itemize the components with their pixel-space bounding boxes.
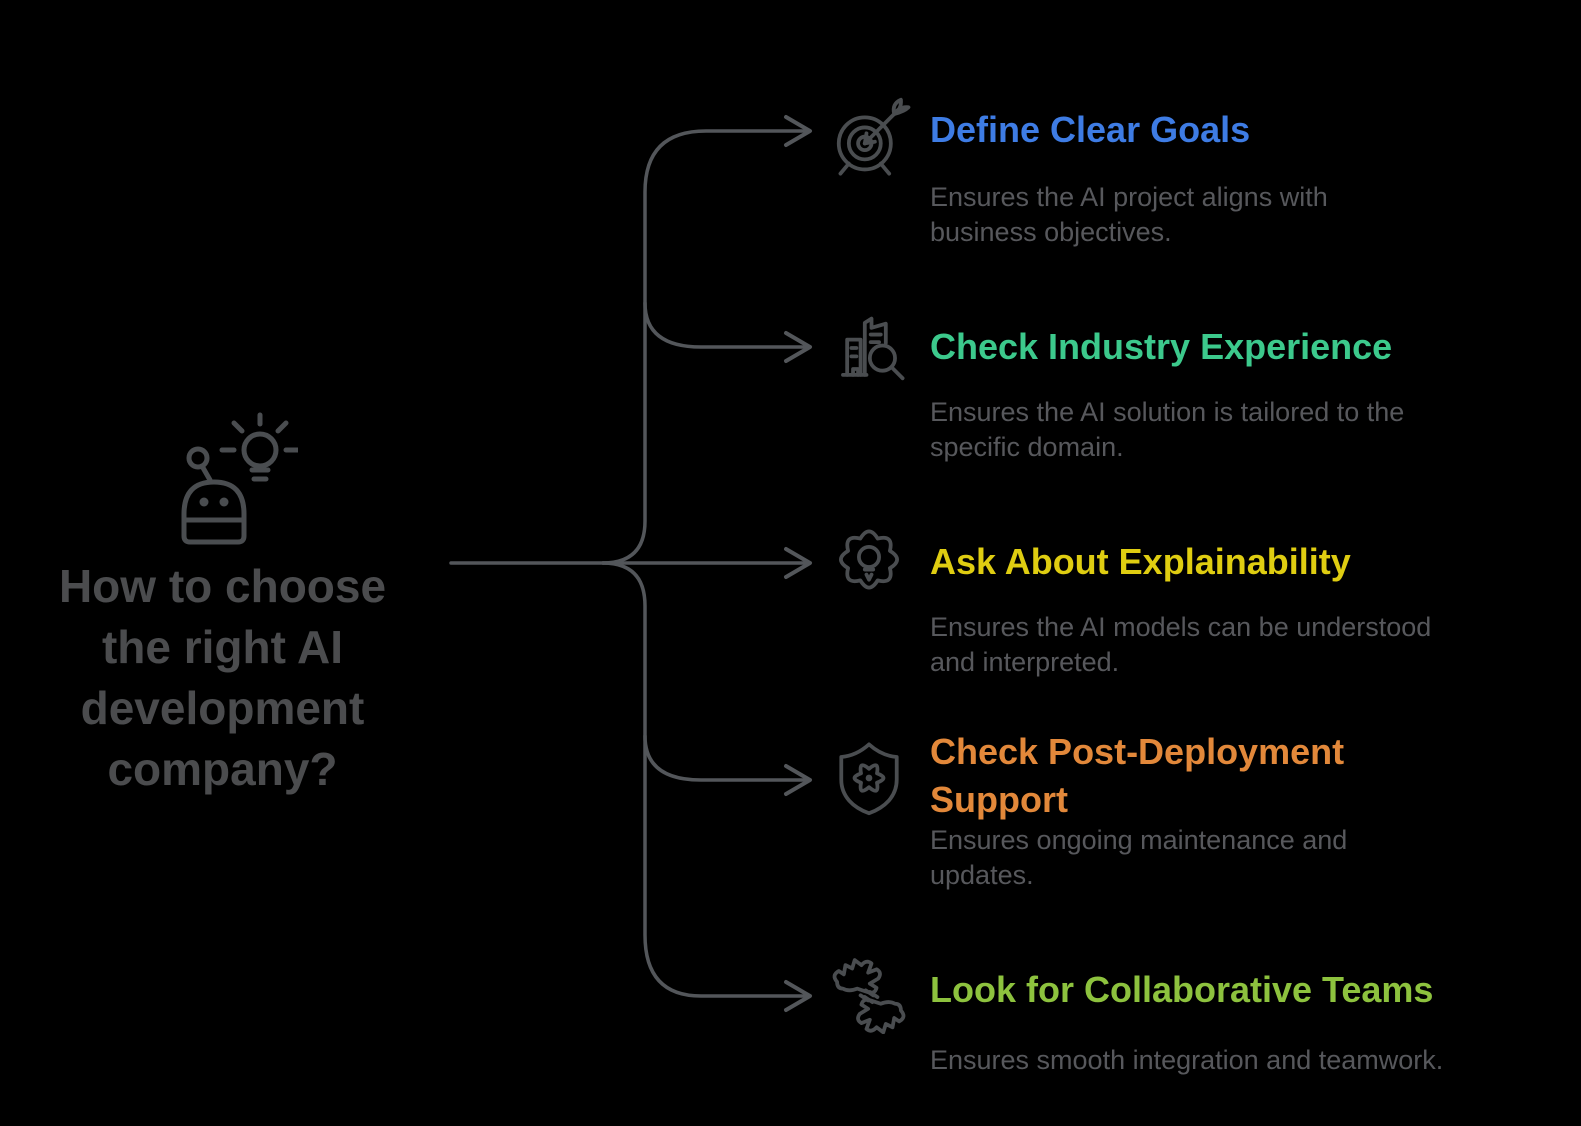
branch-desc-check-industry-experience: Ensures the AI solution is tailored to t… [930, 397, 1405, 462]
robot-lightbulb-icon [158, 408, 301, 548]
arrowhead-2 [784, 331, 812, 363]
branch-title-check-post-deployment-support: Check Post-Deployment Support [930, 731, 1345, 820]
branch-desc-check-post-deployment-support: Ensures ongoing maintenance and updates. [930, 825, 1348, 890]
gear-lightbulb-icon [827, 520, 911, 604]
arrowhead-4 [784, 764, 812, 796]
branch-desc-ask-about-explainability: Ensures the AI models can be understood … [930, 612, 1432, 677]
branch-title-define-clear-goals: Define Clear Goals [930, 109, 1251, 150]
fork-up-line [601, 129, 808, 565]
building-search-icon [827, 306, 911, 390]
branch-2-line [643, 301, 808, 349]
center-title: How to choose the right AI development c… [58, 560, 387, 795]
shield-gear-icon [827, 736, 911, 820]
branch-title-check-industry-experience: Check Industry Experience [930, 326, 1393, 367]
branch-title-ask-about-explainability: Ask About Explainability [930, 541, 1351, 582]
collaboration-hands-icon [827, 950, 911, 1035]
branch-4-line [643, 734, 808, 782]
arrowhead-3 [784, 547, 812, 579]
target-arrow-icon [827, 93, 911, 177]
branch-title-look-for-collaborative-teams: Look for Collaborative Teams [930, 969, 1434, 1010]
arrowhead-1 [784, 115, 812, 147]
fork-down-line [601, 561, 808, 998]
arrowhead-5 [784, 980, 812, 1012]
branch-desc-look-for-collaborative-teams: Ensures smooth integration and teamwork. [930, 1045, 1444, 1075]
branch-desc-define-clear-goals: Ensures the AI project aligns with busin… [930, 182, 1328, 247]
